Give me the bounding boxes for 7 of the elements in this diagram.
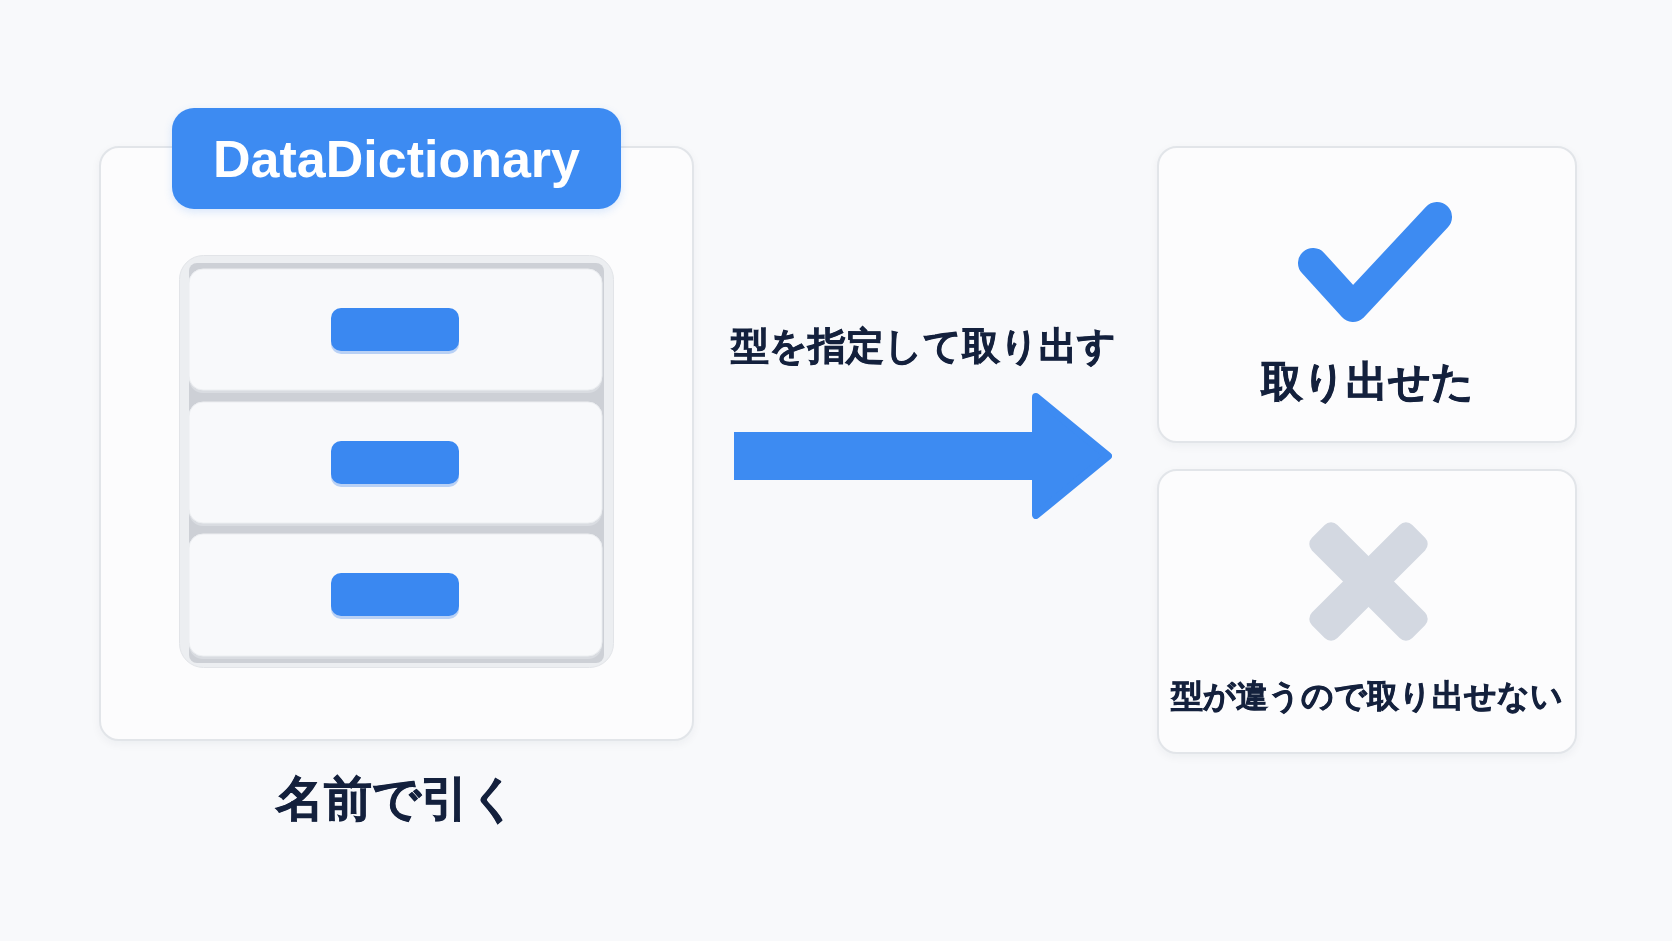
card-text: 取り出せた [1259,357,1475,407]
title-tab: DataDictionary [172,108,621,209]
node-label: 名前で引く [274,771,519,827]
result-card [1157,469,1577,754]
result-card [1157,146,1577,443]
card-text: 型が違うので取り出せない [1170,677,1564,716]
arrow [734,393,1112,519]
